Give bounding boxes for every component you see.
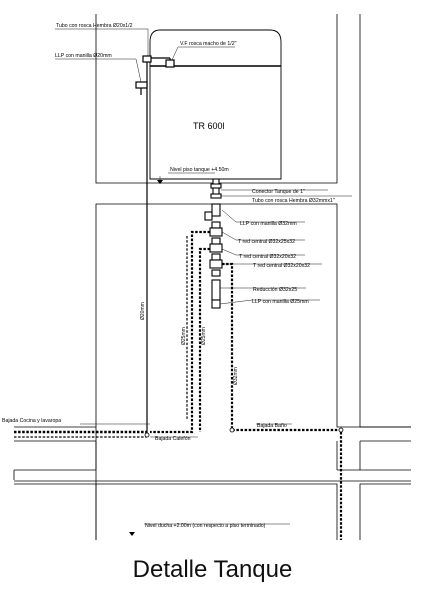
label-t-red-2: T red central Ø32x20x32 [239,254,296,260]
tank-name: TR 600l [193,121,225,131]
label-tubo-rosca-32: Tubo con rosca Hembra Ø32mmx1" [252,198,335,204]
branch-pipes [14,230,344,540]
tank-outlet-assembly [204,178,223,309]
level-markers [129,180,163,536]
drawing-title: Detalle Tanque [132,556,293,583]
water-tank [149,29,282,180]
label-rosca-macho: V.F rosca macho de 1/2" [180,41,237,47]
label-nivel-piso-tanque: Nivel piso tanque +4.50m [170,167,229,173]
label-conector-tanque: Conector Tanque de 1" [252,189,305,195]
label-bajada-baño: Bajada Baño [257,423,287,429]
label-t-red-1: T red central Ø32x25x32 [238,239,295,245]
label-llp-manilla-32: LLP con manilla Ø32mm [240,221,297,227]
dim-label-branch-2: Ø25mm [201,327,207,345]
dim-label-branch-1: Ø25mm [181,327,187,345]
building-walls [13,14,411,540]
label-llp-manilla-25: LLP con manilla Ø25mm [252,299,309,305]
label-llp-manilla-20: LLP con manilla Ø20mm [55,53,112,59]
label-nivel-ducha: Nivel ducha +2.00m (con respecto a piso … [145,523,266,529]
tank-inlet-pipe [135,55,175,436]
label-t-red-3: T red central Ø32x20x32 [253,263,310,269]
label-bajada-calefon: Bajada Calefón [155,436,191,442]
shower-level-marker [129,532,135,536]
label-tubo-rosca-top: Tubo con rosca Hembra Ø20x1/2 [56,23,133,29]
tank-level-marker [157,180,163,184]
label-bajada-cocina: Bajada Cocina y lavaropa [2,418,61,424]
leader-lines [55,28,352,525]
dim-label-inlet: Ø20mm [140,302,146,320]
dim-label-branch-3: Ø32mm [233,367,239,385]
label-reduccion: Reducción Ø32x25 [253,287,297,293]
